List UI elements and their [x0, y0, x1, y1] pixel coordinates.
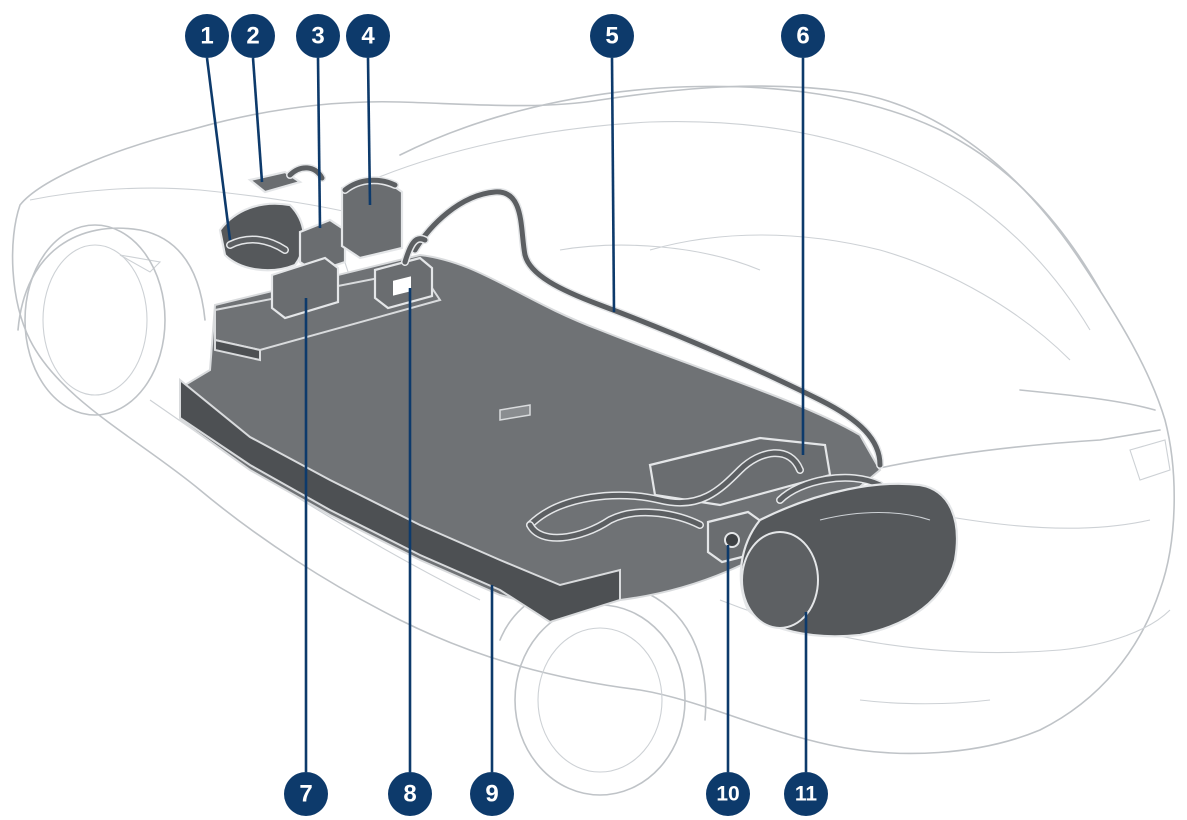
leader-5	[610, 57, 616, 313]
leader-lines	[205, 57, 808, 772]
high-voltage-cable	[411, 188, 884, 469]
callout-10-label: 10	[716, 783, 739, 806]
callout-3-label: 3	[311, 23, 324, 50]
callout-8-label: 8	[403, 781, 416, 808]
callout-1-label: 1	[200, 23, 213, 50]
callout-11-label: 11	[795, 783, 818, 806]
callout-9: 9	[470, 772, 514, 816]
callout-9-label: 9	[485, 781, 498, 808]
callout-7-label: 7	[299, 781, 312, 808]
leader-3	[316, 57, 322, 229]
callout-6-label: 6	[796, 23, 809, 50]
front-components	[218, 163, 434, 320]
callout-3: 3	[296, 14, 340, 58]
callout-10: 10	[706, 772, 750, 816]
leader-1	[205, 57, 232, 241]
rear-components	[526, 436, 959, 638]
callout-4: 4	[346, 14, 390, 58]
callout-7: 7	[284, 772, 328, 816]
callout-1: 1	[185, 14, 229, 58]
callout-2-label: 2	[246, 23, 259, 50]
callout-5: 5	[590, 14, 634, 58]
callout-5-label: 5	[605, 23, 618, 50]
callout-2: 2	[231, 14, 275, 58]
callout-8: 8	[388, 772, 432, 816]
leader-4	[366, 57, 372, 206]
leader-2	[251, 57, 264, 183]
callout-11: 11	[784, 772, 828, 816]
callout-6: 6	[781, 14, 825, 58]
callout-badges: 1 2 3 4 5 6 7 8	[185, 14, 828, 816]
callout-4-label: 4	[361, 23, 375, 50]
